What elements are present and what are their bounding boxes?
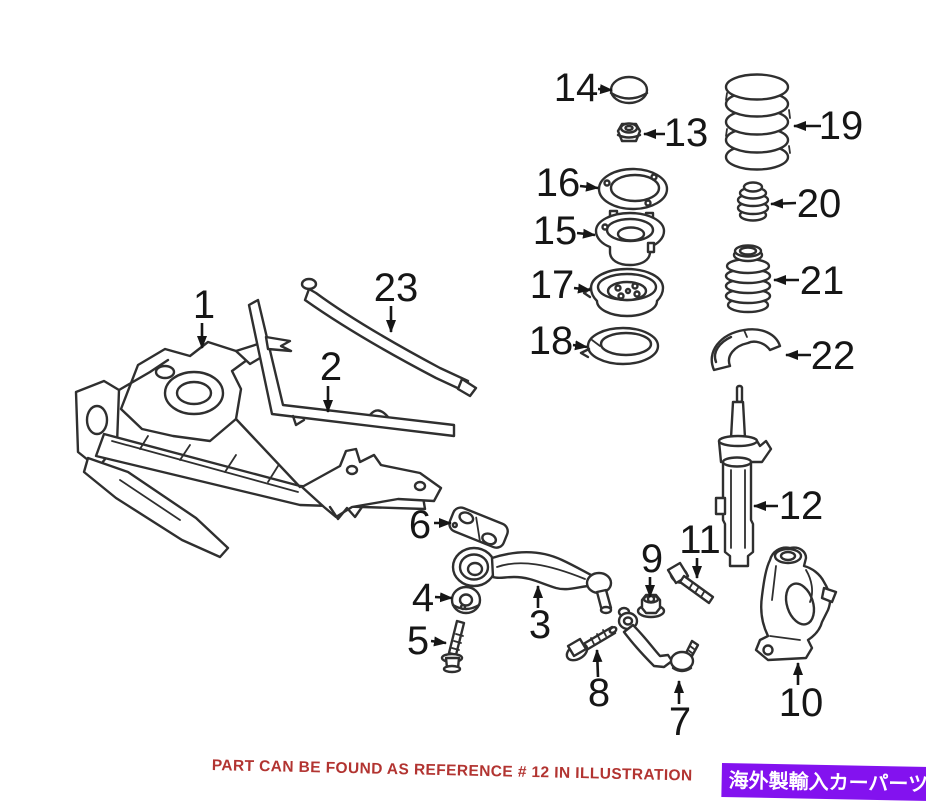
part-19-coil-spring-drawing xyxy=(724,73,791,171)
callout-label-17: 17 xyxy=(530,263,575,307)
callout-label-13: 13 xyxy=(664,111,709,155)
callout-arrow-16 xyxy=(579,181,599,192)
callout-label-5: 5 xyxy=(407,619,429,663)
callout-arrow-18 xyxy=(572,340,588,351)
callout-arrow-17 xyxy=(573,283,591,294)
part-13-nut-drawing xyxy=(616,122,642,143)
callout-label-22: 22 xyxy=(811,334,856,378)
part-11-bolt-drawing xyxy=(666,561,715,605)
part-1-subframe-drawing xyxy=(74,340,443,559)
callout-label-12: 12 xyxy=(779,484,824,528)
part-14-cap-drawing xyxy=(609,75,649,105)
callout-label-15: 15 xyxy=(533,209,578,253)
callout-label-10: 10 xyxy=(779,681,824,725)
part-21-dust-boot-drawing xyxy=(724,244,772,314)
seller-badge-text: 海外製輸入カーパーツ xyxy=(728,768,926,796)
part-7-tension-strut-drawing xyxy=(617,606,700,673)
part-16-gasket-drawing xyxy=(597,167,669,211)
callout-label-8: 8 xyxy=(588,671,610,715)
part-3-control-arm-drawing xyxy=(451,546,613,615)
part-12-strut-drawing xyxy=(714,384,773,568)
part-17-spring-seat-drawing xyxy=(582,267,665,318)
part-22-spring-pad-drawing xyxy=(710,328,782,372)
part-23-brace-drawing xyxy=(300,277,478,398)
callout-label-2: 2 xyxy=(320,345,342,389)
callout-label-1: 1 xyxy=(193,283,215,327)
callout-label-3: 3 xyxy=(529,603,551,647)
callout-label-9: 9 xyxy=(641,537,663,581)
callout-label-20: 20 xyxy=(797,182,842,226)
callout-label-19: 19 xyxy=(819,104,864,148)
callout-arrow-15 xyxy=(576,228,596,239)
part-10-steering-knuckle-drawing xyxy=(754,546,838,662)
part-6-bracket-drawing xyxy=(448,506,509,549)
callout-label-23: 23 xyxy=(374,266,419,310)
callout-label-7: 7 xyxy=(669,700,691,744)
part-18-spring-pad-drawing xyxy=(579,326,660,366)
callout-arrow-8 xyxy=(592,649,603,678)
callout-label-4: 4 xyxy=(412,576,434,620)
callout-arrow-14 xyxy=(597,84,613,95)
part-20-bump-stop-drawing xyxy=(736,181,770,222)
part-2-brace-drawing xyxy=(247,298,456,438)
callout-label-16: 16 xyxy=(536,161,581,205)
part-5-bolt-drawing xyxy=(440,619,466,674)
callout-label-11: 11 xyxy=(679,518,721,562)
part-4-bushing-drawing xyxy=(450,585,482,615)
callout-arrow-5 xyxy=(430,636,447,647)
callout-arrow-4 xyxy=(434,592,453,603)
callout-arrow-20 xyxy=(770,198,797,209)
callout-label-21: 21 xyxy=(800,259,845,303)
callout-label-14: 14 xyxy=(554,66,599,110)
reference-note: PART CAN BE FOUND AS REFERENCE # 12 IN I… xyxy=(211,757,693,785)
callout-label-6: 6 xyxy=(409,503,431,547)
seller-badge: 海外製輸入カーパーツ xyxy=(721,763,926,801)
part-15-strut-mount-drawing xyxy=(594,209,666,267)
part-8-bolt-drawing xyxy=(565,625,618,662)
callout-label-18: 18 xyxy=(529,319,574,363)
part-9-nut-drawing xyxy=(636,593,666,619)
